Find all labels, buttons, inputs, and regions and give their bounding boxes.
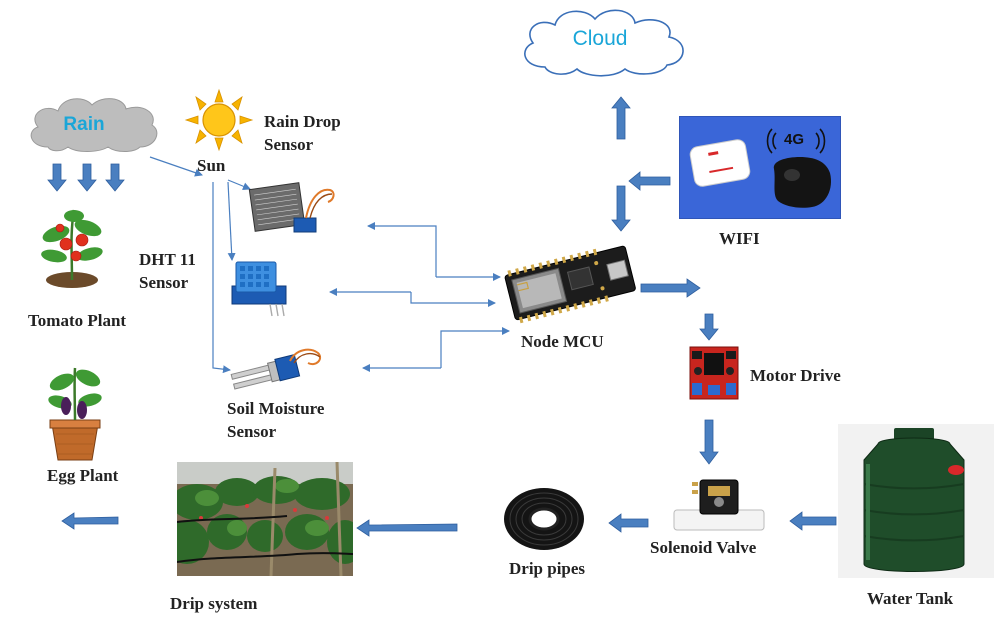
soil-moisture-sensor-device — [230, 345, 326, 393]
arrow-to-solenoid — [699, 419, 719, 465]
node-mcu-label: Node MCU — [521, 332, 604, 351]
egg-plant-image — [44, 362, 106, 462]
wifi-4g-badge: 4G — [784, 131, 805, 148]
arrow-to-cloud — [611, 96, 631, 140]
water-tank-label: Water Tank — [867, 589, 954, 608]
solenoid-valve-label: Solenoid Valve — [650, 538, 757, 557]
signal-icon — [766, 128, 826, 154]
rain-arrow-2 — [77, 163, 97, 192]
dht11-sensor-device — [228, 258, 294, 318]
arrow-drip-to-plants — [61, 512, 119, 530]
arrow-down-to-mcu — [611, 185, 631, 232]
tomato-plant-image — [36, 204, 108, 290]
wifi-image: 4G — [679, 116, 841, 219]
rain-to-raindrop-line — [149, 156, 203, 177]
sun-to-raindrop-line — [227, 179, 251, 191]
soil-to-mcu-line — [440, 327, 510, 368]
mcu-to-raindrop-line — [367, 222, 437, 277]
node-mcu-device — [500, 236, 640, 328]
arrow-valve-to-pipes — [608, 513, 649, 533]
tomato-plant-label: Tomato Plant — [28, 311, 127, 330]
sun-node — [184, 88, 254, 152]
drip-system-label: Drip system — [170, 594, 258, 613]
rain-arrow-1 — [47, 163, 67, 192]
drip-system-image — [177, 462, 353, 576]
rain-arrow-3 — [105, 163, 125, 192]
soil-moisture-label-2: Sensor — [227, 422, 277, 441]
arrow-mcu-right — [640, 278, 701, 298]
egg-plant-label: Egg Plant — [47, 466, 119, 485]
sun-label: Sun — [197, 156, 226, 175]
arrow-pipes-to-drip — [356, 519, 458, 537]
water-tank-image — [838, 424, 994, 578]
raindrop-sensor-device — [248, 178, 338, 240]
soil-moisture-label-1: Soil Moisture — [227, 399, 325, 418]
solenoid-valve-device — [672, 476, 766, 536]
sun-to-soil-line — [212, 182, 231, 374]
arrow-to-motor — [699, 313, 719, 341]
cloud-label: Cloud — [572, 27, 628, 50]
dht11-label-2: Sensor — [139, 273, 189, 292]
cloud-node: Cloud — [515, 5, 695, 77]
raindrop-sensor-label-2: Sensor — [264, 135, 314, 154]
dht11-label-1: DHT 11 — [139, 250, 196, 269]
dht-to-mcu-line — [410, 292, 496, 307]
raindrop-sensor-label-1: Rain Drop — [264, 112, 341, 131]
motor-drive-label: Motor Drive — [750, 366, 841, 385]
drip-pipes-label: Drip pipes — [509, 559, 586, 578]
arrow-from-wifi — [628, 171, 671, 191]
motor-drive-device — [688, 345, 740, 401]
sun-to-dht-line — [227, 181, 236, 261]
sun-icon — [184, 88, 254, 152]
rain-node: Rain — [24, 95, 160, 153]
rain-label: Rain — [63, 114, 105, 135]
wifi-label: WIFI — [719, 229, 760, 248]
cloud-shape — [524, 9, 684, 77]
rain-cloud-shape — [30, 98, 158, 152]
arrow-tank-to-valve — [789, 511, 837, 531]
drip-pipes-image — [502, 486, 586, 552]
